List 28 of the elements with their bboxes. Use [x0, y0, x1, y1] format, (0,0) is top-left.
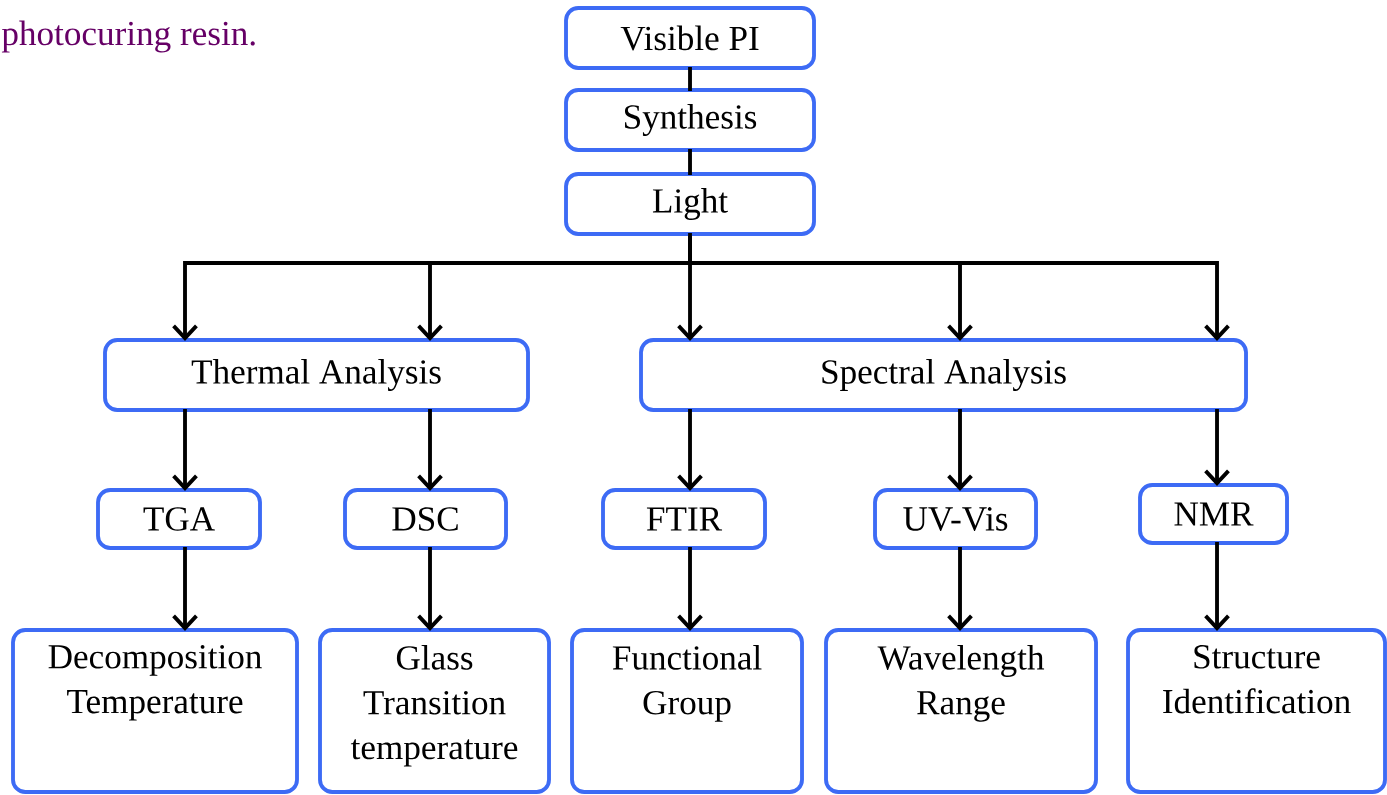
result-box: Glass Transition temperature [318, 628, 551, 794]
arrow [947, 409, 973, 491]
arrow [172, 547, 198, 631]
process-box: TGA [96, 488, 262, 550]
process-box: Thermal Analysis [103, 338, 530, 412]
process-box: NMR [1138, 483, 1289, 545]
arrow [1204, 542, 1230, 631]
arrow [677, 233, 703, 341]
arrow [172, 409, 198, 491]
result-box: Structure Identification [1126, 628, 1387, 794]
arrow [947, 547, 973, 631]
result-box: Functional Group [570, 628, 804, 794]
arrow [688, 235, 1230, 341]
process-box: DSC [343, 488, 508, 550]
process-box: Visible PI [564, 6, 816, 70]
arrow [677, 547, 703, 631]
result-box: Wavelength Range [824, 628, 1098, 794]
arrow [677, 409, 703, 491]
arrow [417, 409, 443, 491]
process-box: Synthesis [564, 88, 816, 152]
arrow [417, 547, 443, 631]
result-box: Decomposition Temperature [11, 628, 299, 794]
process-box: UV-Vis [873, 488, 1038, 550]
process-box: Light [564, 172, 816, 236]
process-box: FTIR [601, 488, 767, 550]
arrow [1204, 409, 1230, 486]
caption-text: photocuring resin. [1, 20, 255, 53]
process-box: Spectral Analysis [639, 338, 1248, 412]
